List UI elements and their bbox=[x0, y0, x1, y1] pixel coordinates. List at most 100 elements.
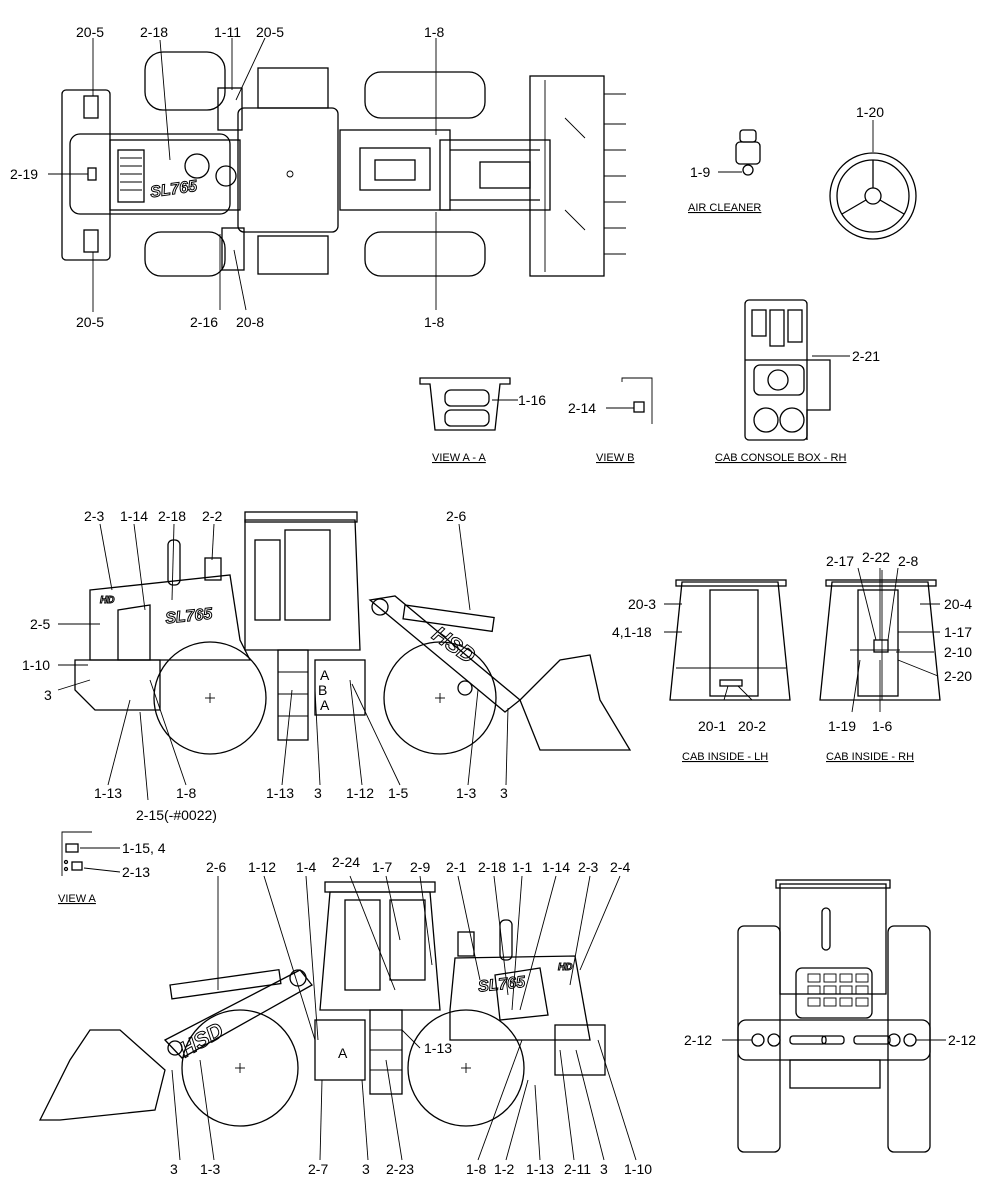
left-letter-a1: A bbox=[320, 667, 330, 683]
right-side-view: HSD A SL765 HD bbox=[38, 854, 652, 1177]
right-model-logo: SL765 bbox=[477, 974, 527, 996]
callout-cab-10: 2-20 bbox=[944, 668, 972, 684]
left-letter-a2: A bbox=[320, 697, 330, 713]
caption-cab-lh: CAB INSIDE - LH bbox=[682, 751, 768, 763]
caption-view-a: VIEW A bbox=[58, 893, 97, 905]
callout-right-8: 1-1 bbox=[512, 859, 532, 875]
callout-right-14: 1-3 bbox=[200, 1161, 220, 1177]
callout-top-8: 20-8 bbox=[236, 314, 264, 330]
view-a-detail: 1-15, 4 2-13 VIEW A bbox=[58, 831, 166, 905]
cab-inside-lh: 20-3 4,1-18 20-1 20-2 CAB INSIDE - LH bbox=[612, 579, 791, 763]
callout-top-4: 1-8 bbox=[424, 24, 444, 40]
callout-top-9: 1-8 bbox=[424, 314, 444, 330]
callout-left-16: 3 bbox=[500, 785, 508, 801]
callout-right-15: 2-7 bbox=[308, 1161, 328, 1177]
callout-left-12: 3 bbox=[314, 785, 322, 801]
callout-left-9: 2-15(-#0022) bbox=[136, 807, 217, 823]
callout-left-7: 3 bbox=[44, 687, 52, 703]
callout-rear-1: 2-12 bbox=[948, 1032, 976, 1048]
callout-top-2: 1-11 bbox=[214, 24, 241, 40]
callout-left-14: 1-5 bbox=[388, 785, 408, 801]
callout-right-22: 3 bbox=[600, 1161, 608, 1177]
callout-left-15: 1-3 bbox=[456, 785, 476, 801]
callout-right-20: 1-13 bbox=[526, 1161, 554, 1177]
callout-cab-1: 4,1-18 bbox=[612, 624, 652, 640]
callout-aux-4: 2-14 bbox=[568, 400, 596, 416]
callout-cab-0: 20-3 bbox=[628, 596, 656, 612]
callout-aux-2: 2-21 bbox=[852, 348, 880, 364]
callout-right-10: 2-3 bbox=[578, 859, 598, 875]
callout-left-10: 1-8 bbox=[176, 785, 196, 801]
caption-view-b: VIEW B bbox=[596, 452, 635, 464]
callout-cab-9: 2-10 bbox=[944, 644, 972, 660]
view-b: 2-14 VIEW B bbox=[568, 377, 653, 464]
callout-viewa-0: 1-15, 4 bbox=[122, 840, 166, 856]
callout-right-0: 2-6 bbox=[206, 859, 226, 875]
callout-left-6: 1-10 bbox=[22, 657, 50, 673]
left-model-logo: SL765 bbox=[164, 606, 214, 628]
callout-cab-7: 20-4 bbox=[944, 596, 972, 612]
callout-cab-4: 2-17 bbox=[826, 553, 854, 569]
callout-right-11: 2-4 bbox=[610, 859, 630, 875]
callout-rear-0: 2-12 bbox=[684, 1032, 712, 1048]
callout-left-2: 2-18 bbox=[158, 508, 186, 524]
caption-cab-console: CAB CONSOLE BOX - RH bbox=[715, 452, 846, 464]
left-letter-b: B bbox=[318, 682, 327, 698]
callout-top-1: 2-18 bbox=[140, 24, 168, 40]
cab-console-box: 2-21 CAB CONSOLE BOX - RH bbox=[715, 299, 880, 464]
steering-wheel-detail: 1-20 bbox=[829, 104, 917, 240]
callout-cab-3: 20-2 bbox=[738, 718, 766, 734]
callout-right-7: 2-18 bbox=[478, 859, 506, 875]
callout-top-3: 20-5 bbox=[256, 24, 284, 40]
callout-right-12: 1-13 bbox=[424, 1040, 452, 1056]
callout-viewa-1: 2-13 bbox=[122, 864, 150, 880]
callout-left-13: 1-12 bbox=[346, 785, 374, 801]
callout-right-6: 2-1 bbox=[446, 859, 466, 875]
callout-left-4: 2-6 bbox=[446, 508, 466, 524]
callout-right-4: 1-7 bbox=[372, 859, 392, 875]
callout-right-23: 1-10 bbox=[624, 1161, 652, 1177]
top-view: SL765 bbox=[10, 24, 626, 330]
callout-top-7: 2-16 bbox=[190, 314, 218, 330]
callout-top-0: 20-5 bbox=[76, 24, 104, 40]
callout-cab-8: 1-17 bbox=[944, 624, 972, 640]
right-maker-logo: HD bbox=[558, 962, 572, 973]
caption-air-cleaner: AIR CLEANER bbox=[688, 202, 761, 214]
callout-right-13: 3 bbox=[170, 1161, 178, 1177]
callout-aux-3: 1-16 bbox=[518, 392, 546, 408]
callout-left-0: 2-3 bbox=[84, 508, 104, 524]
callout-right-17: 2-23 bbox=[386, 1161, 414, 1177]
callout-right-1: 1-12 bbox=[248, 859, 276, 875]
caption-cab-rh: CAB INSIDE - RH bbox=[826, 751, 914, 763]
left-side-view: SL765 HD A B A HSD bbox=[22, 508, 632, 823]
callout-cab-5: 2-22 bbox=[862, 549, 890, 565]
callout-left-11: 1-13 bbox=[266, 785, 294, 801]
top-model-logo: SL765 bbox=[149, 178, 199, 202]
caption-view-aa: VIEW A - A bbox=[432, 452, 486, 464]
callout-right-5: 2-9 bbox=[410, 859, 430, 875]
callout-aux-1: 1-9 bbox=[690, 164, 710, 180]
view-aa: 1-16 VIEW A - A bbox=[419, 377, 546, 464]
callout-cab-6: 2-8 bbox=[898, 553, 918, 569]
callout-right-3: 2-24 bbox=[332, 854, 360, 870]
callout-aux-0: 1-20 bbox=[856, 104, 884, 120]
callout-cab-11: 1-19 bbox=[828, 718, 856, 734]
cab-inside-rh: 2-17 2-22 2-8 20-4 1-17 2-10 2-20 1-19 1… bbox=[819, 549, 972, 763]
callout-cab-2: 20-1 bbox=[698, 718, 726, 734]
left-maker-logo: HD bbox=[100, 595, 114, 606]
callout-right-21: 2-11 bbox=[564, 1161, 591, 1177]
rear-view: 2-12 2-12 bbox=[684, 879, 976, 1153]
callout-right-2: 1-4 bbox=[296, 859, 316, 875]
callout-left-3: 2-2 bbox=[202, 508, 222, 524]
callout-right-19: 1-2 bbox=[494, 1161, 514, 1177]
callout-top-5: 2-19 bbox=[10, 166, 38, 182]
right-letter-a: A bbox=[338, 1045, 348, 1061]
callout-top-6: 20-5 bbox=[76, 314, 104, 330]
callout-right-9: 1-14 bbox=[542, 859, 570, 875]
callout-left-1: 1-14 bbox=[120, 508, 148, 524]
callout-right-18: 1-8 bbox=[466, 1161, 486, 1177]
callout-left-8: 1-13 bbox=[94, 785, 122, 801]
callout-cab-12: 1-6 bbox=[872, 718, 892, 734]
callout-left-5: 2-5 bbox=[30, 616, 50, 632]
